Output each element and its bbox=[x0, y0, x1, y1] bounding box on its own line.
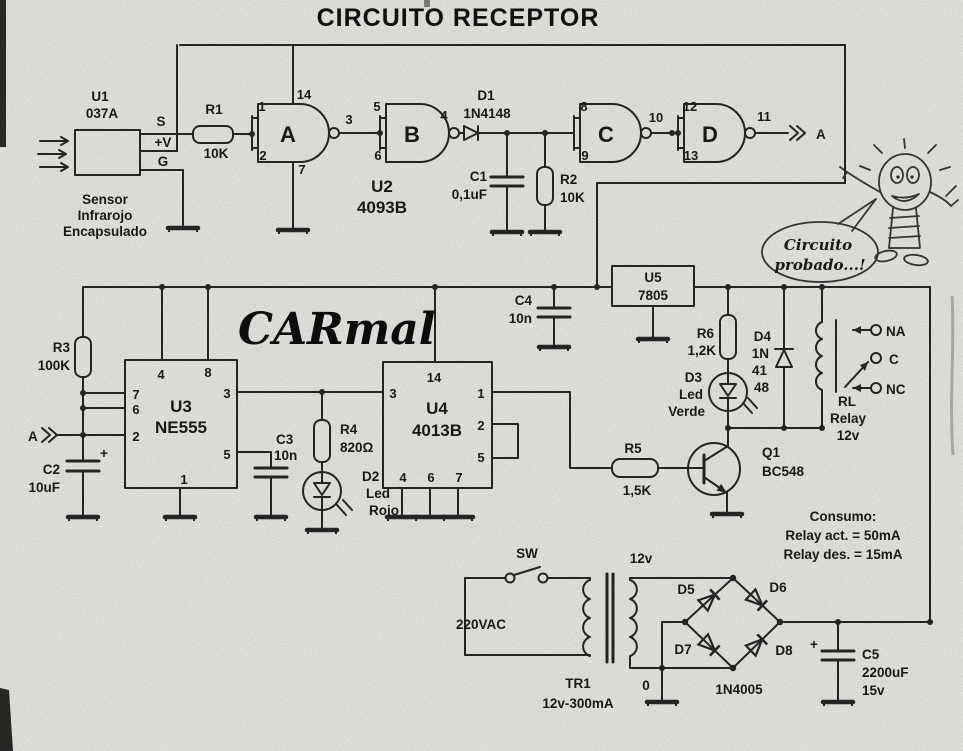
scanned-schematic-page: CIRCUITO RECEPTOR U1 037A S +V G Sensor … bbox=[0, 0, 963, 751]
scan-grain-overlay bbox=[0, 0, 963, 751]
